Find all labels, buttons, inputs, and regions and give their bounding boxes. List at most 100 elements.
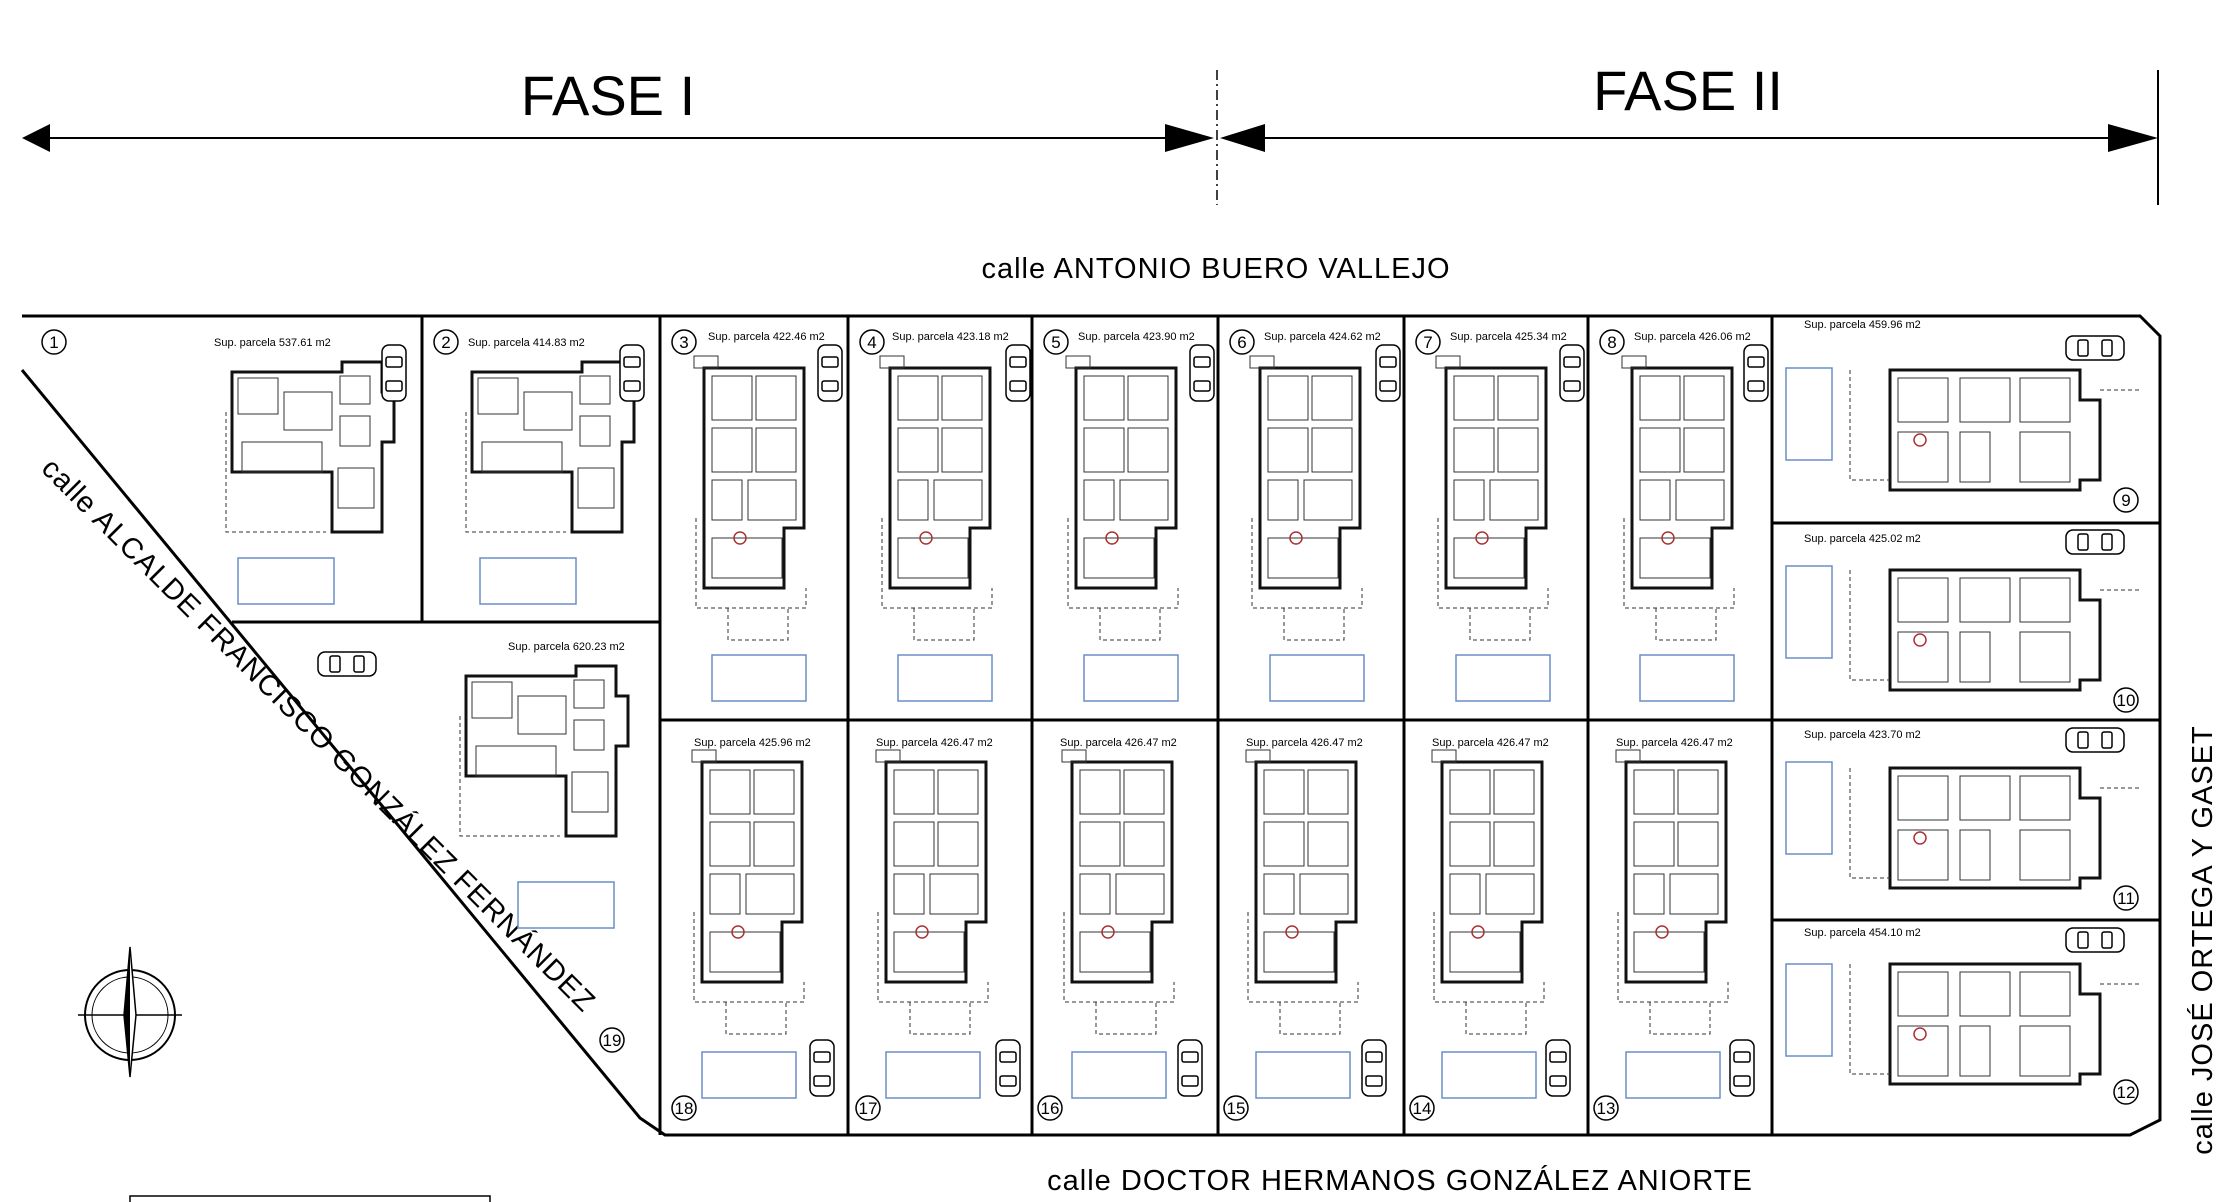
pool-icon	[1785, 565, 1833, 659]
lot-number-circle	[599, 1027, 625, 1053]
pool-icon	[897, 654, 993, 702]
car-icon	[1361, 1039, 1387, 1097]
lot-area-label: Sup. parcela 414.83 m2	[468, 337, 585, 349]
pool-icon	[1269, 654, 1365, 702]
lot-number-circle	[859, 329, 885, 355]
house-plan	[1849, 766, 2140, 890]
lot-area-label: Sup. parcela 425.34 m2	[1450, 331, 1567, 343]
lot-area-label: Sup. parcela 426.47 m2	[1432, 737, 1549, 749]
street-bottom-label: calle DOCTOR HERMANOS GONZÁLEZ ANIORTE	[1047, 1164, 1753, 1197]
phase-2-label: FASE II	[1593, 59, 1783, 122]
lot-number: 1	[49, 333, 58, 352]
phase-1-label: FASE I	[521, 64, 695, 127]
house-plan	[1249, 355, 1363, 641]
lot-area-label: Sup. parcela 426.47 m2	[876, 737, 993, 749]
lot-number: 10	[2117, 691, 2136, 710]
lot-number-circle	[671, 329, 697, 355]
house-plan	[1849, 962, 2140, 1086]
lot-number: 6	[1237, 333, 1246, 352]
pool-icon	[1785, 963, 1833, 1057]
lot-area-label: Sup. parcela 424.62 m2	[1264, 331, 1381, 343]
car-icon	[1729, 1039, 1755, 1097]
lot-14: 14 Sup. parcela 426.47 m2	[1409, 737, 1571, 1121]
lot-number: 9	[2121, 491, 2130, 510]
lot-number: 16	[1041, 1099, 1060, 1118]
lot-1: 1 Sup. parcela 537.61 m2	[41, 329, 407, 605]
lot-number: 5	[1051, 333, 1060, 352]
pool-icon	[517, 881, 615, 929]
car-icon	[1375, 344, 1401, 402]
car-icon	[1743, 344, 1769, 402]
lot-13: 13 Sup. parcela 426.47 m2	[1593, 737, 1755, 1121]
lot-number: 3	[679, 333, 688, 352]
lot-area-label: Sup. parcela 423.18 m2	[892, 331, 1009, 343]
lot-number-circle	[1409, 1095, 1435, 1121]
car-icon	[1005, 344, 1031, 402]
lot-number-circle	[1599, 329, 1625, 355]
arrow-head-icon	[2108, 124, 2158, 152]
house-plan	[465, 360, 636, 534]
pool-icon	[1785, 367, 1833, 461]
lot-number-circle	[2113, 487, 2139, 513]
lot-number-circle	[2113, 687, 2139, 713]
pool-icon	[1785, 761, 1833, 855]
house-plan	[1621, 355, 1735, 641]
lot-number: 13	[1597, 1099, 1616, 1118]
legend-box	[129, 1195, 491, 1202]
pool-icon	[1255, 1051, 1351, 1099]
lot-number: 12	[2117, 1083, 2136, 1102]
arrow-head-icon	[1220, 124, 1265, 152]
lot-number-circle	[855, 1095, 881, 1121]
car-icon	[2065, 335, 2125, 361]
lot-number: 14	[1413, 1099, 1432, 1118]
pool-icon	[1441, 1051, 1537, 1099]
house-plan	[1245, 749, 1359, 1035]
lot-area-label: Sup. parcela 537.61 m2	[214, 337, 331, 349]
house-plan	[225, 360, 396, 534]
car-icon	[1559, 344, 1585, 402]
lot-area-label: Sup. parcela 425.02 m2	[1804, 533, 1921, 545]
lot-area-label: Sup. parcela 426.47 m2	[1616, 737, 1733, 749]
lot-area-label: Sup. parcela 459.96 m2	[1804, 319, 1921, 331]
lot-10: 10 Sup. parcela 425.02 m2	[1785, 529, 2140, 713]
street-diagonal-label: calle ALCALDE FRANCISCO GONZÁLEZ FERNÁND…	[35, 452, 602, 1019]
lot-number-circle	[1223, 1095, 1249, 1121]
house-plan	[1849, 568, 2140, 692]
lot-number: 8	[1607, 333, 1616, 352]
lot-number: 11	[2117, 889, 2135, 908]
lot-number-circle	[1593, 1095, 1619, 1121]
house-plan	[459, 664, 630, 838]
house-plan	[691, 749, 805, 1035]
car-icon	[317, 651, 377, 677]
car-icon	[2065, 927, 2125, 953]
pool-icon	[237, 557, 335, 605]
street-right-label: calle JOSÉ ORTEGA Y GASET	[2186, 725, 2219, 1155]
lot-area-label: Sup. parcela 454.10 m2	[1804, 927, 1921, 939]
lot-9: 9 Sup. parcela 459.96 m2	[1785, 319, 2140, 513]
car-icon	[619, 344, 645, 402]
lot-number-circle	[1415, 329, 1441, 355]
house-plan	[875, 749, 989, 1035]
house-plan	[693, 355, 807, 641]
arrow-head-icon	[1165, 124, 1214, 152]
site-boundary	[20, 314, 2162, 1137]
lot-number: 18	[675, 1099, 694, 1118]
lot-number-circle	[41, 329, 67, 355]
lot-divisions	[232, 316, 2160, 1135]
car-icon	[817, 344, 843, 402]
lot-number-circle	[1229, 329, 1255, 355]
pool-icon	[1639, 654, 1735, 702]
car-icon	[1545, 1039, 1571, 1097]
pool-icon	[1071, 1051, 1167, 1099]
pool-icon	[701, 1051, 797, 1099]
